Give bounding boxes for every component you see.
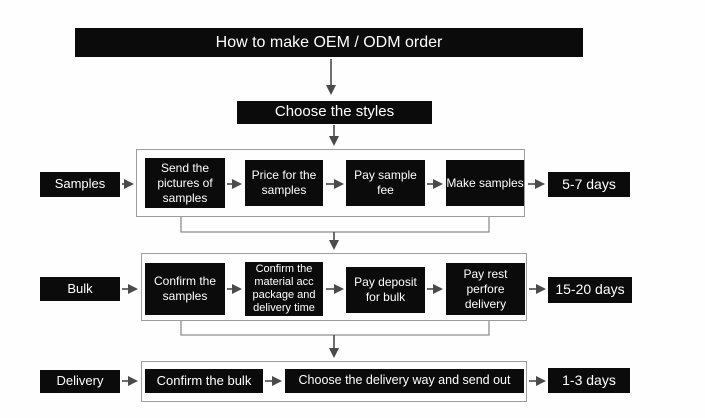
bracket-bulk-to-delivery: [180, 321, 490, 336]
row-label-samples: Samples: [40, 172, 120, 197]
row-label-delivery: Delivery: [40, 370, 120, 393]
delivery-step-1: Confirm the bulk: [145, 369, 263, 393]
bulk-duration: 15-20 days: [548, 277, 632, 303]
delivery-duration: 1-3 days: [548, 368, 630, 393]
bulk-step-1: Confirm the samples: [145, 263, 225, 315]
delivery-step-2: Choose the delivery way and send out: [285, 369, 524, 393]
samples-step-4: Make samples: [446, 160, 524, 206]
samples-step-1: Send the pictures of samples: [145, 158, 225, 208]
bracket-samples-to-bulk: [180, 217, 490, 233]
samples-steps-container: [136, 149, 525, 217]
bulk-step-2: Confirm the material acc package and del…: [245, 262, 323, 316]
bulk-step-4: Pay rest perfore delivery: [446, 263, 525, 315]
bulk-step-3: Pay deposit for bulk: [346, 267, 425, 313]
samples-step-3: Pay sample fee: [346, 160, 425, 206]
samples-step-2: Price for the samples: [245, 160, 323, 206]
row-label-bulk: Bulk: [40, 277, 120, 301]
bulk-steps-container: [141, 253, 527, 321]
delivery-steps-container: [141, 361, 527, 402]
flow-title: How to make OEM / ODM order: [75, 28, 583, 57]
samples-duration: 5-7 days: [548, 172, 630, 197]
choose-styles-node: Choose the styles: [237, 101, 432, 124]
